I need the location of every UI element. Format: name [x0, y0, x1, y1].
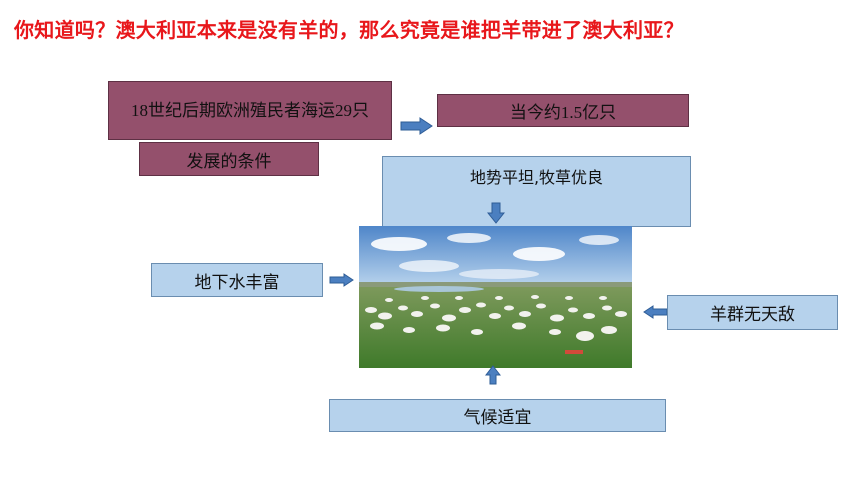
no-predators-text: 羊群无天敌 [710, 305, 795, 325]
current-count-text: 当今约1.5亿只 [509, 103, 617, 122]
page-title: 你知道吗？澳大利亚本来是没有羊的，那么究竟是谁把羊带进了澳大利亚？ [14, 18, 684, 42]
up-arrow-icon [485, 365, 501, 385]
import-box: 18世纪后期欧洲殖民者海运29只 [108, 81, 392, 140]
no-predators-box: 羊群无天敌 [667, 295, 838, 330]
climate-box: 气候适宜 [329, 399, 666, 432]
left-arrow-icon [643, 305, 668, 319]
groundwater-text: 地下水丰富 [194, 272, 280, 293]
sheep-photo [359, 226, 632, 368]
current-count-box: 当今约1.5亿只 [437, 94, 689, 127]
climate-text: 气候适宜 [463, 408, 532, 428]
conditions-text: 发展的条件 [186, 151, 272, 172]
right-arrow-icon [329, 273, 354, 287]
terrain-box: 地势平坦,牧草优良 [382, 156, 691, 227]
right-arrow-icon [400, 117, 433, 135]
down-arrow-icon [487, 202, 505, 224]
groundwater-box: 地下水丰富 [151, 263, 323, 297]
import-text: 18世纪后期欧洲殖民者海运29只 [131, 101, 369, 120]
conditions-box: 发展的条件 [139, 142, 319, 176]
terrain-text: 地势平坦,牧草优良 [469, 168, 604, 187]
